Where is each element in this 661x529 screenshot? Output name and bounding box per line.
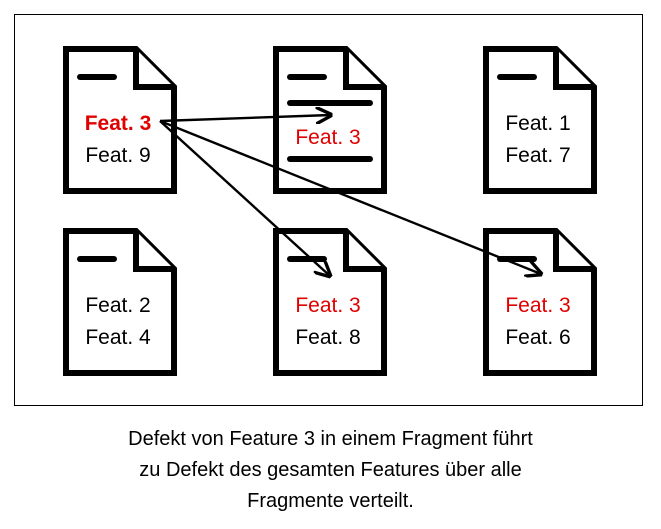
document-3: Feat. 1 Feat. 7 xyxy=(483,46,597,194)
arrow-to-document-6 xyxy=(159,119,541,274)
document-icon xyxy=(273,46,387,194)
feature-label: Feat. 4 xyxy=(85,326,151,349)
arrow-to-document-5 xyxy=(159,120,330,276)
caption-line-3: Fragmente verteilt. xyxy=(247,490,414,512)
caption-line-1: Defekt von Feature 3 in einem Fragment f… xyxy=(128,428,533,450)
folded-corner xyxy=(133,49,174,90)
document-6: Feat. 3 Feat. 6 xyxy=(483,228,597,376)
feature-label: Feat. 6 xyxy=(505,326,570,349)
document-1: Feat. 3 Feat. 9 xyxy=(63,46,177,194)
folded-corner xyxy=(343,49,384,90)
feature-label: Feat. 7 xyxy=(505,144,570,167)
feature-label: Feat. 3 xyxy=(85,112,152,135)
caption-line-2: zu Defekt des gesamten Features über all… xyxy=(139,459,522,481)
diagram-frame xyxy=(14,14,643,406)
arrow-to-document-2 xyxy=(159,115,331,121)
document-4: Feat. 2 Feat. 4 xyxy=(63,228,177,376)
feature-label: Feat. 3 xyxy=(295,294,360,317)
feature-label: Feat. 3 xyxy=(295,126,360,149)
feature-label: Feat. 9 xyxy=(85,144,150,167)
document-5: Feat. 3 Feat. 8 xyxy=(273,228,387,376)
folded-corner xyxy=(343,231,384,272)
folded-corner xyxy=(553,49,594,90)
document-2: Feat. 3 xyxy=(273,46,387,194)
feature-label: Feat. 8 xyxy=(295,326,360,349)
feature-label: Feat. 3 xyxy=(505,294,570,317)
feature-label: Feat. 1 xyxy=(505,112,570,135)
folded-corner xyxy=(553,231,594,272)
feature-label: Feat. 2 xyxy=(85,294,150,317)
caption: Defekt von Feature 3 in einem Fragment f… xyxy=(0,424,661,517)
folded-corner xyxy=(133,231,174,272)
